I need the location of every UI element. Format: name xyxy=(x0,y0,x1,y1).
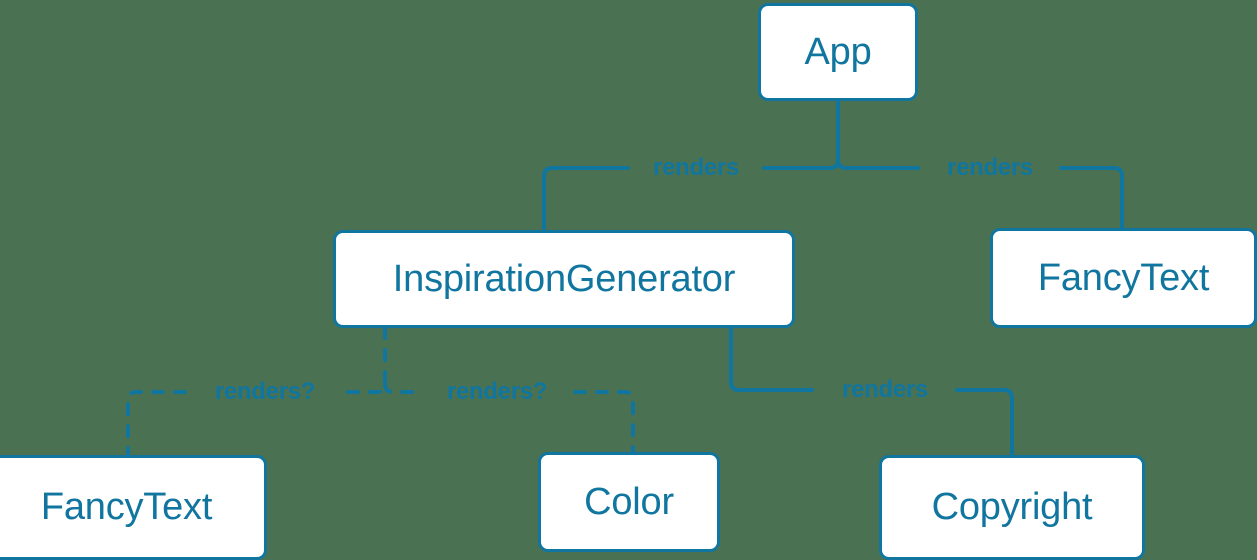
node-color[interactable]: Color xyxy=(538,452,720,552)
edge-label-app-to-fancytext: renders xyxy=(947,154,1033,181)
edge-inspiration-to-copyright xyxy=(729,326,1014,457)
edge-app-to-fancytext xyxy=(836,158,1124,230)
node-fancytext-right[interactable]: FancyText xyxy=(990,228,1257,328)
node-copyright-label: Copyright xyxy=(931,486,1093,528)
node-copyright[interactable]: Copyright xyxy=(879,455,1145,560)
edge-label-inspiration-to-fancytext: renders? xyxy=(214,378,316,405)
edge-inspiration-to-fancytext xyxy=(126,390,187,457)
edge-label-app-to-inspiration: renders xyxy=(653,154,739,181)
node-fancytext-bottom[interactable]: FancyText xyxy=(0,455,267,560)
edge-inspiration-to-color xyxy=(573,390,635,454)
node-fancytext-bottom-label: FancyText xyxy=(40,486,213,528)
node-color-label: Color xyxy=(584,480,674,523)
edge-inspiration-dashed-stem xyxy=(346,326,420,394)
edge-label-inspiration-to-color: renders? xyxy=(446,378,548,405)
edge-label-inspiration-to-copyright: renders xyxy=(842,376,928,403)
node-inspiration-generator[interactable]: InspirationGenerator xyxy=(333,230,795,328)
node-app-label: App xyxy=(804,30,872,73)
node-app[interactable]: App xyxy=(758,3,918,101)
node-inspiration-generator-label: InspirationGenerator xyxy=(392,257,736,300)
node-fancytext-right-label: FancyText xyxy=(1037,256,1210,299)
